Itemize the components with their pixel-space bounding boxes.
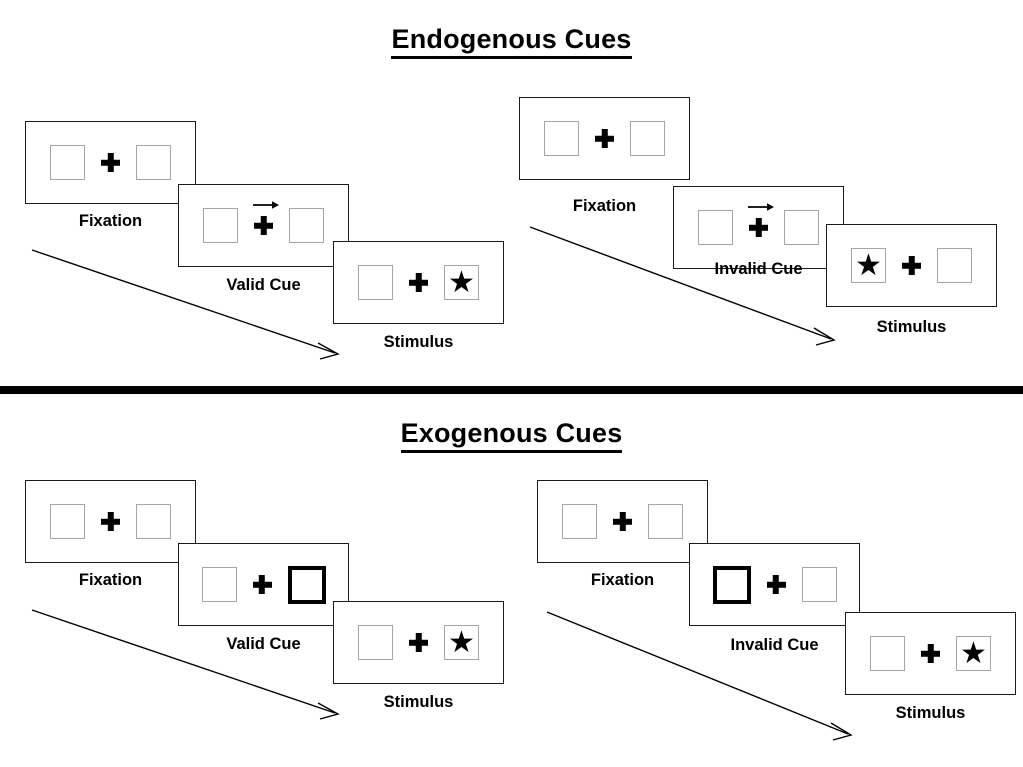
frame-label-invalid-cue: Invalid Cue	[714, 260, 803, 278]
section-exogenous: Exogenous Cues Fixation Valid Cue	[0, 396, 1023, 767]
left-box	[562, 504, 597, 539]
fixation-cross-icon	[767, 575, 786, 594]
right-box	[136, 504, 171, 539]
fixation-cross-icon	[749, 218, 768, 237]
section-title-endogenous: Endogenous Cues	[0, 24, 1023, 59]
left-box	[203, 208, 238, 243]
frame-fixation[interactable]	[519, 97, 690, 180]
frame-fixation[interactable]	[25, 480, 196, 563]
time-flow-arrow-icon	[545, 608, 865, 748]
left-box	[698, 210, 733, 245]
left-box	[358, 625, 393, 660]
right-box: ★	[444, 265, 479, 300]
fixation-cross-icon	[613, 512, 632, 531]
frame-label-valid-cue: Valid Cue	[226, 635, 301, 653]
frame-label-stimulus: Stimulus	[876, 318, 947, 336]
right-box	[136, 145, 171, 180]
right-box	[801, 567, 837, 602]
frame-valid-cue[interactable]	[178, 543, 349, 626]
frame-label-fixation: Fixation	[572, 197, 637, 215]
star-icon: ★	[855, 248, 882, 282]
frame-fixation[interactable]	[537, 480, 708, 563]
star-icon: ★	[448, 625, 475, 659]
frame-label-stimulus: Stimulus	[383, 693, 454, 711]
right-box-cued	[287, 565, 326, 604]
frame-label-valid-cue: Valid Cue	[226, 276, 301, 294]
frame-label-fixation: Fixation	[78, 212, 143, 230]
left-box	[50, 504, 85, 539]
fixation-cross-icon	[409, 273, 428, 292]
frame-invalid-cue[interactable]	[689, 543, 860, 626]
section-title-exogenous-text: Exogenous Cues	[400, 418, 623, 453]
section-title-endogenous-text: Endogenous Cues	[391, 24, 632, 59]
section-divider	[0, 386, 1023, 394]
section-endogenous: Endogenous Cues Fixation	[0, 0, 1023, 390]
star-icon: ★	[960, 636, 987, 670]
frame-stimulus[interactable]: ★	[333, 601, 504, 684]
frame-fixation[interactable]	[25, 121, 196, 204]
left-box	[544, 121, 579, 156]
right-box	[784, 210, 819, 245]
left-box	[358, 265, 393, 300]
fixation-cross-icon	[254, 216, 273, 235]
fixation-cross-icon	[902, 256, 921, 275]
left-box	[201, 567, 237, 602]
frame-stimulus[interactable]: ★	[826, 224, 997, 307]
frame-valid-cue[interactable]	[178, 184, 349, 267]
left-box-cued	[712, 565, 751, 604]
left-box: ★	[851, 248, 886, 283]
right-box: ★	[444, 625, 479, 660]
frame-invalid-cue[interactable]	[673, 186, 844, 269]
star-icon: ★	[448, 265, 475, 299]
left-box	[870, 636, 905, 671]
frame-stimulus[interactable]: ★	[845, 612, 1016, 695]
fixation-cross-icon	[409, 633, 428, 652]
section-title-exogenous: Exogenous Cues	[0, 418, 1023, 453]
frame-label-fixation: Fixation	[78, 571, 143, 589]
fixation-cross-icon	[253, 575, 272, 594]
fixation-cross-icon	[101, 153, 120, 172]
fixation-cross-icon	[101, 512, 120, 531]
frame-stimulus[interactable]: ★	[333, 241, 504, 324]
fixation-cross-icon	[921, 644, 940, 663]
right-box	[630, 121, 665, 156]
left-box	[50, 145, 85, 180]
frame-label-stimulus: Stimulus	[895, 704, 966, 722]
fixation-cross-icon	[595, 129, 614, 148]
right-box: ★	[956, 636, 991, 671]
right-box	[289, 208, 324, 243]
frame-label-stimulus: Stimulus	[383, 333, 454, 351]
right-box	[648, 504, 683, 539]
right-box	[937, 248, 972, 283]
frame-label-invalid-cue: Invalid Cue	[730, 636, 819, 654]
frame-label-fixation: Fixation	[590, 571, 655, 589]
